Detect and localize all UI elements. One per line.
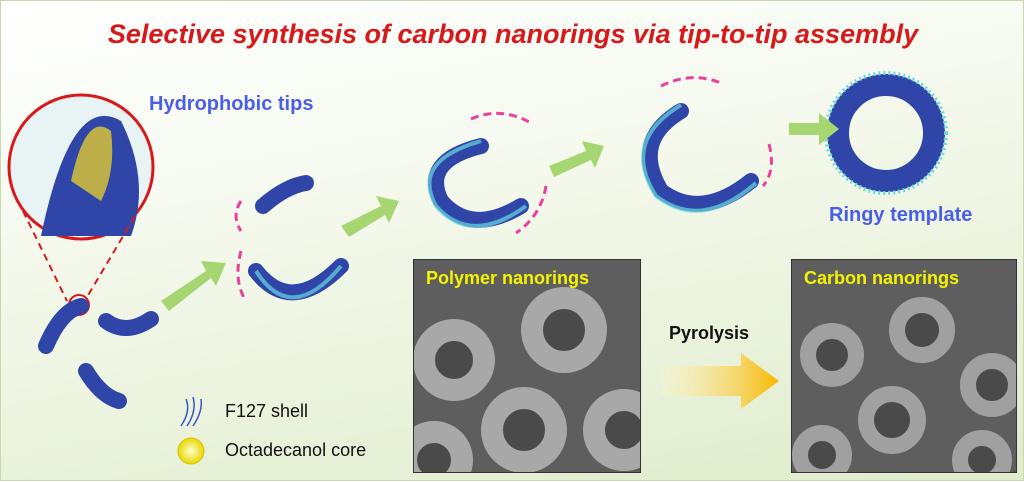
legend-core: Octadecanol core xyxy=(225,440,367,460)
tip-zoom-circle xyxy=(7,93,155,316)
legend-shell: F127 shell xyxy=(225,401,309,421)
step-arrows xyxy=(161,113,839,311)
core-icon xyxy=(177,437,205,465)
pyrolysis-arrow xyxy=(661,353,779,409)
label-hydrophobic-tips: Hydrophobic tips xyxy=(149,93,314,115)
sem-label-carbon: Carbon nanorings xyxy=(804,268,960,288)
sem-carbon-nanorings: Carbon nanorings xyxy=(791,259,1017,473)
sem-polymer-nanorings: Polymer nanorings xyxy=(413,259,641,473)
sem-label-polymer: Polymer nanorings xyxy=(426,268,590,288)
rotation-arrows xyxy=(234,76,773,302)
label-pyrolysis: Pyrolysis xyxy=(669,323,750,343)
shell-icon xyxy=(180,396,203,427)
label-ringy-template: Ringy template xyxy=(829,204,973,226)
title: Selective synthesis of carbon nanorings … xyxy=(107,19,919,49)
